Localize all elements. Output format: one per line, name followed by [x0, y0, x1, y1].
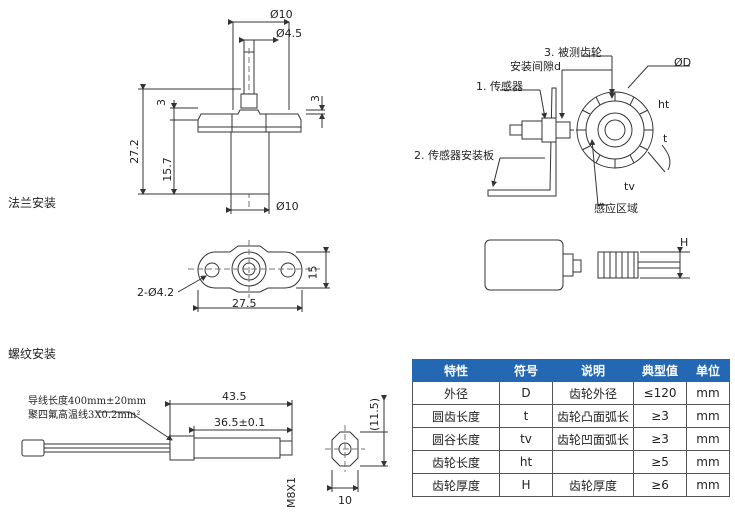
table-cell: mm — [686, 473, 730, 497]
table-cell: 齿轮凸面弧长 — [552, 404, 634, 428]
table-header-row: 特性 符号 说明 典型值 单位 — [412, 359, 730, 382]
dim-3-left: 3 — [155, 99, 168, 106]
table-row: 齿轮厚度 H 齿轮厚度 ≥6 mm — [412, 473, 730, 497]
dim-43-5: 43.5 — [222, 390, 247, 403]
dim-m8: M8X1 — [285, 476, 299, 509]
dim-d4-5: Ø4.5 — [276, 27, 303, 40]
label-t: t — [663, 132, 668, 145]
table-cell: 圆齿长度 — [412, 404, 500, 428]
table-cell: tv — [499, 427, 553, 451]
label-tv: tv — [624, 180, 635, 193]
dim-36-5: 36.5±0.1 — [214, 416, 266, 429]
dim-11-5: (11.5) — [368, 397, 382, 432]
table-cell: mm — [686, 381, 730, 405]
dim-27-5: 27.5 — [232, 297, 257, 310]
label-gap: 安装间隙d — [510, 60, 561, 73]
table-header: 特性 — [412, 359, 500, 382]
table-cell: H — [499, 473, 553, 497]
table-header: 说明 — [552, 359, 634, 382]
label-gear: 3. 被测齿轮 — [544, 46, 602, 59]
table-cell: 齿轮凹面弧长 — [552, 427, 634, 451]
table-row: 外径 D 齿轮外径 ≤120 mm — [412, 381, 730, 405]
table-cell: mm — [686, 450, 730, 474]
table-cell: mm — [686, 427, 730, 451]
table-cell: 外径 — [412, 381, 500, 405]
table-cell: ht — [499, 450, 553, 474]
table-cell: t — [499, 404, 553, 428]
dim-27-2: 27.2 — [127, 139, 141, 164]
label-sensor: 1. 传感器 — [476, 80, 523, 93]
label-ht: ht — [658, 98, 670, 111]
label-od: ØD — [674, 56, 692, 69]
label-plate: 2. 传感器安装板 — [414, 149, 494, 162]
label-h: H — [680, 236, 689, 249]
table-cell: 齿轮厚度 — [412, 473, 500, 497]
dim-15: 15 — [306, 265, 320, 280]
table-header: 典型值 — [633, 359, 687, 382]
table-cell — [552, 450, 634, 474]
table-cell: ≥5 — [633, 450, 687, 474]
label-cable-length: 导线长度400mm±20mm — [28, 396, 147, 407]
table-cell: ≥3 — [633, 427, 687, 451]
table-cell: 齿轮长度 — [412, 450, 500, 474]
table-cell: 齿轮外径 — [552, 381, 634, 405]
table-cell: 齿轮厚度 — [552, 473, 634, 497]
table-cell: mm — [686, 404, 730, 428]
table-row: 圆谷长度 tv 齿轮凹面弧长 ≥3 mm — [412, 427, 730, 451]
label-area: 感应区域 — [594, 202, 638, 215]
label-wire-type: 聚四氟高温线3X0.2mm² — [28, 410, 141, 421]
table-row: 齿轮长度 ht ≥5 mm — [412, 450, 730, 474]
table-cell: ≥3 — [633, 404, 687, 428]
table-header: 符号 — [499, 359, 553, 382]
table-row: 圆齿长度 t 齿轮凸面弧长 ≥3 mm — [412, 404, 730, 428]
dim-3-right: 3 — [309, 95, 322, 102]
dim-d10-bottom: Ø10 — [276, 200, 299, 213]
dim-d10-top: Ø10 — [270, 8, 293, 21]
table-header: 单位 — [686, 359, 730, 382]
table-cell: ≤120 — [633, 381, 687, 405]
dim-holes: 2-Ø4.2 — [137, 286, 175, 299]
table-cell: D — [499, 381, 553, 405]
table-cell: ≥6 — [633, 473, 687, 497]
dim-10: 10 — [338, 494, 352, 507]
section-flange-title: 法兰安装 — [8, 196, 57, 210]
dim-15-7: 15.7 — [160, 157, 174, 182]
section-thread-title: 螺纹安装 — [8, 347, 57, 361]
table-cell: 圆谷长度 — [412, 427, 500, 451]
spec-table: 特性 符号 说明 典型值 单位 外径 D 齿轮外径 ≤120 mm 圆齿长度 t… — [412, 359, 730, 497]
